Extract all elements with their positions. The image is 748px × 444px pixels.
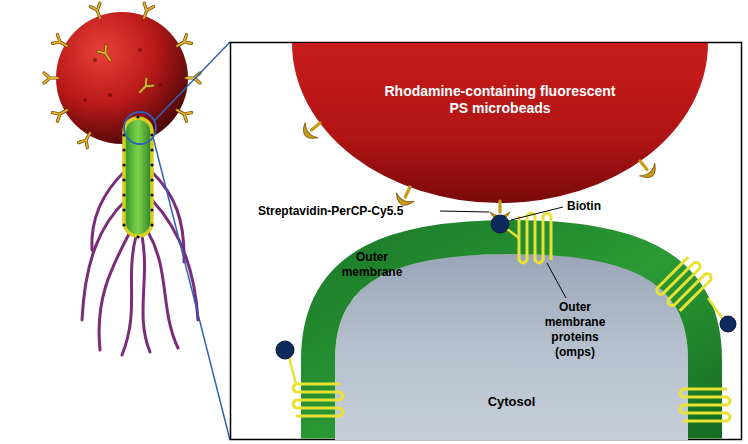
- bead-sphere: [56, 12, 188, 144]
- microbead-dome-shape: [292, 43, 708, 203]
- component-label: Biotin: [567, 199, 601, 214]
- antibodies: [44, 3, 200, 147]
- node-text: Cytosol: [452, 394, 572, 410]
- bacterium: [124, 118, 152, 236]
- membrane-label: Outer membrane: [334, 250, 410, 280]
- component-label: Outer membrane proteins (omps): [535, 300, 615, 360]
- cytosol-region-shape: [335, 254, 688, 440]
- node-text: Rhodamine-containing fluorescent PS micr…: [375, 83, 625, 117]
- component-label: Streptavidin-PerCP-Cy5.5: [258, 204, 403, 219]
- zoom-circle: [124, 112, 156, 144]
- cytosol-region: Cytosol: [335, 254, 688, 440]
- outer-membrane-band: [318, 237, 705, 439]
- microbead-dome: Rhodamine-containing fluorescent PS micr…: [292, 43, 708, 203]
